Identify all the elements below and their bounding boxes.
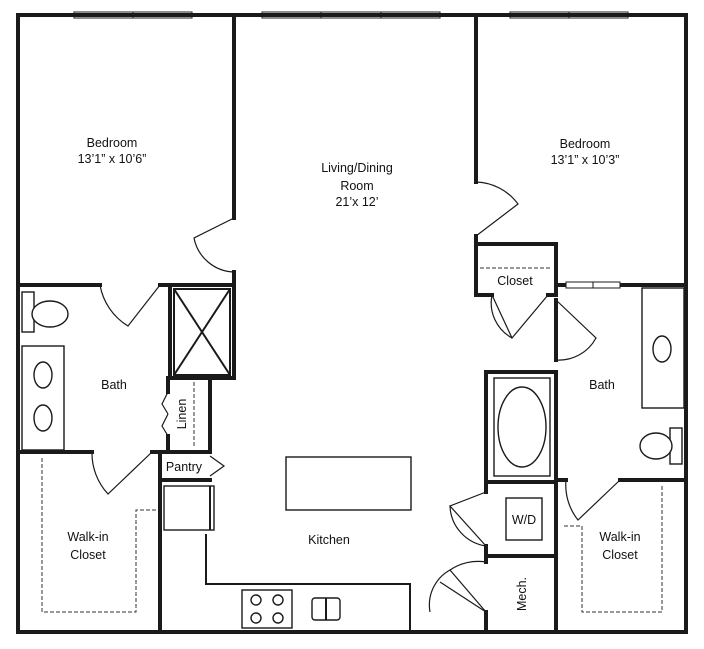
fridge [163,485,215,531]
interior-walls [16,13,688,634]
walkin-left-line2: Closet [70,548,106,562]
living-line1: Living/Dining [321,161,393,175]
bedroom-right-dims: 13’1” x 10’3” [551,153,620,167]
walkin-right-line2: Closet [602,548,638,562]
bedroom-left-name: Bedroom [87,136,138,150]
bath-right-label: Bath [589,378,615,392]
walkin-right-line1: Walk-in [599,530,640,544]
kitchen-counter [205,534,411,632]
linen-label: Linen [175,399,189,430]
pantry-label: Pantry [166,460,203,474]
kitchen-label: Kitchen [308,533,350,547]
bedroom-right-name: Bedroom [560,137,611,151]
right-walkin-rod [562,486,663,613]
doors [91,181,621,613]
kitchen-island [285,456,412,511]
exterior-walls [16,13,688,634]
closet-label: Closet [497,274,533,288]
wd-unit [505,497,543,541]
living-line2: Room [340,179,373,193]
chase-box [173,288,231,376]
walkin-left-line1: Walk-in [67,530,108,544]
right-bath-fixtures [493,287,685,477]
living-dims: 21’x 12’ [335,195,378,209]
bath-left-label: Bath [101,378,127,392]
wd-label: W/D [512,513,536,527]
mech-label: Mech. [515,577,529,611]
sliding-window [565,281,621,289]
left-walkin-rod [41,458,158,613]
room-labels: Bedroom 13’1” x 10’6” Living/Dining Room… [67,136,640,611]
left-bath-fixtures [21,291,69,451]
bedroom-left-dims: 13’1” x 10’6” [78,152,147,166]
